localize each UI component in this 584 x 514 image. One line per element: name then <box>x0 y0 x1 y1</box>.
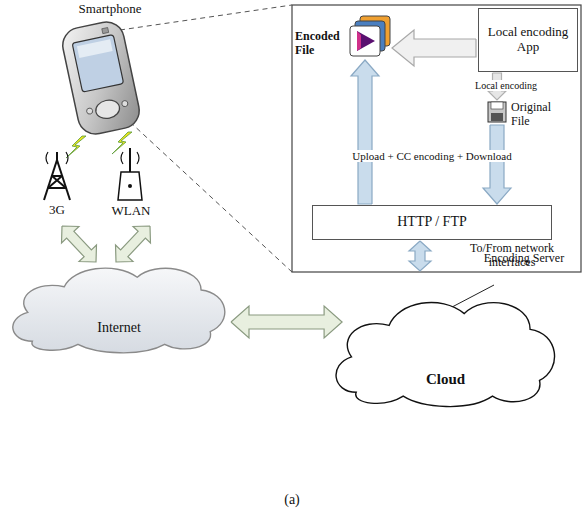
drawing-part <box>56 152 58 160</box>
drawing-part <box>48 187 66 189</box>
drawing-part <box>137 152 139 164</box>
annotation-label: Upload + CC encoding + Download <box>322 150 542 163</box>
cell-tower-icon <box>44 152 70 200</box>
drawing-part <box>121 152 123 164</box>
cloud-shape: Internet <box>5 258 233 354</box>
zoom-line <box>130 122 292 272</box>
cloud-outline-path <box>13 268 225 353</box>
drawing-part <box>121 100 128 107</box>
annotation-label: Original File <box>511 101 567 129</box>
node-text: Local encoding App <box>485 25 571 55</box>
cloud-outline-path <box>336 302 554 406</box>
drawing-part <box>129 148 131 172</box>
node-text: HTTP / FTP <box>397 214 467 230</box>
annotation-label: WLAN <box>106 204 156 219</box>
drawing-part <box>491 102 503 109</box>
node-text: Cloud <box>426 371 465 388</box>
network-arrow <box>409 241 431 271</box>
drawing-part <box>118 172 142 200</box>
annotation-label: 3G <box>40 203 74 218</box>
drawing-part <box>57 160 70 200</box>
wireless-bolt <box>66 136 86 158</box>
drawing-part <box>59 19 142 138</box>
process-box: HTTP / FTP <box>312 205 552 240</box>
encoded-file-icon <box>350 16 390 56</box>
wlan-router-icon <box>118 148 142 200</box>
drawing-part <box>66 152 68 164</box>
access-arrow <box>62 226 97 262</box>
figure-caption: (a) <box>242 492 342 508</box>
process-box: Local encoding App <box>478 8 578 72</box>
drawing-part <box>488 102 506 122</box>
drawing-part <box>72 35 123 93</box>
inset-panel <box>292 5 581 272</box>
drawing-part <box>102 28 109 34</box>
zoom-line <box>120 5 292 30</box>
label-patch: Local encoding <box>473 80 539 91</box>
drawing-part <box>357 31 375 51</box>
node-text: Internet <box>97 320 141 336</box>
download-arrow <box>351 60 379 204</box>
drawing-part <box>44 160 57 200</box>
cloud-shape: Cloud <box>328 290 563 408</box>
drawing-part <box>86 108 93 115</box>
drawing-part <box>357 31 361 51</box>
drawing-part <box>491 113 503 121</box>
drawing-part <box>128 184 132 188</box>
annotation-label: Encoded File <box>295 30 347 58</box>
annotation-label: Local encoding <box>466 80 546 92</box>
annotation-label: Encoding Server <box>474 252 574 266</box>
annotation-label: Smartphone <box>55 2 165 17</box>
access-arrow <box>116 226 151 262</box>
upload-arrow <box>483 125 511 204</box>
encode-arrow <box>392 30 476 66</box>
drawing-part <box>77 39 113 58</box>
drawing-part <box>350 26 380 56</box>
smartphone-icon <box>59 19 142 138</box>
block-arrow-connector <box>231 306 342 338</box>
cloud-outline <box>5 258 233 354</box>
cloud-outline <box>328 290 563 408</box>
original-file-icon <box>488 102 506 122</box>
drawing-part <box>48 176 62 188</box>
drawing-part <box>94 98 121 121</box>
label-patch: Upload + CC encoding + Download <box>350 150 513 162</box>
drawing-part <box>46 152 48 164</box>
